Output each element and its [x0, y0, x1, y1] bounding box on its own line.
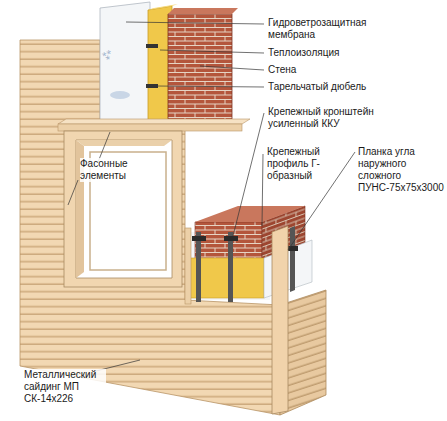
membrane-print: [110, 91, 130, 99]
callout-label: Планка угла наружного сложного ПУНС-75х7…: [358, 146, 438, 194]
l-profile: [196, 232, 201, 302]
callout-label: Теплоизоляция: [268, 47, 378, 59]
l-profile: [290, 226, 295, 292]
callout-label: Фасонные элементы: [80, 158, 132, 182]
l-profile: [228, 232, 233, 302]
brick-wall: [168, 14, 232, 125]
callout-label: Тарельчатый дюбель: [268, 81, 388, 93]
brick-corner-top: [195, 206, 305, 222]
corner-plank: [272, 226, 288, 414]
callout-label: Гидроветрозащитная мембрана: [268, 17, 386, 41]
bracket-kku: [224, 236, 238, 241]
leader-lines: [68, 22, 355, 372]
window-frame: [64, 131, 182, 287]
membrane-layer: [100, 2, 150, 128]
top-trim: [58, 119, 250, 124]
bracket-kku: [192, 236, 206, 241]
plate-dowel: [146, 44, 158, 48]
svg-text:⁂: ⁂: [100, 49, 112, 61]
brick-top: [168, 8, 238, 14]
callout-label: Стена: [268, 64, 378, 76]
window-reveal: [76, 140, 172, 146]
top-trim-face: [58, 124, 242, 131]
siding-edge: [185, 228, 191, 304]
callout-label: Крепежный профиль Г-образный: [267, 146, 329, 182]
callout-label: Металлический сайдинг МП СК-14х226: [24, 369, 106, 405]
window-opening: [76, 140, 172, 278]
callout-label: Крепежный кронштейн усиленный ККУ: [268, 106, 386, 130]
